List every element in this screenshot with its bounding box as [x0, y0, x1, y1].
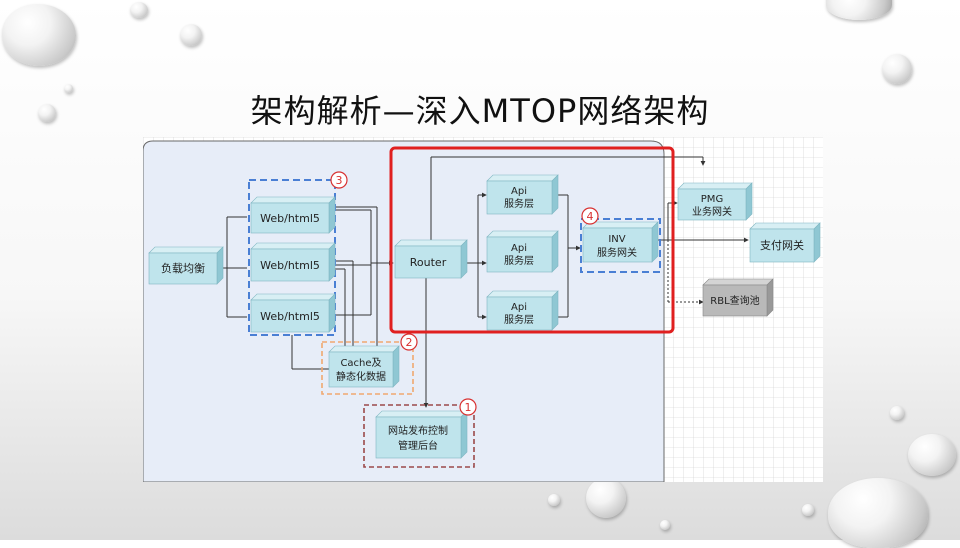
water-drop-decoration	[826, 0, 892, 20]
svg-text:4: 4	[587, 210, 594, 223]
node-label: 服务层	[504, 197, 534, 210]
marker-4: 4	[581, 207, 599, 225]
node-label: 负载均衡	[161, 261, 205, 275]
water-drop-decoration	[2, 4, 76, 66]
water-drop-decoration	[660, 520, 670, 530]
water-drop-decoration	[586, 478, 626, 518]
group-4-dashed-frame	[580, 218, 661, 273]
highlight-red-frame	[389, 146, 675, 334]
water-drop-decoration	[890, 406, 904, 420]
group-2-dashed-frame	[321, 341, 414, 395]
slide-title: 架构解析—深入MTOP网络架构	[250, 92, 710, 130]
node-label: PMG	[701, 194, 723, 205]
node-payment-gateway: 支付网关	[749, 222, 821, 263]
marker-3: 3	[330, 171, 348, 189]
marker-1: 1	[459, 398, 477, 416]
group-1-dashed-frame	[363, 404, 475, 468]
node-rbl-pool: RBL查询池	[702, 278, 774, 317]
node-api-2: Api 服务层	[486, 230, 559, 273]
node-web-2: Web/html5	[250, 242, 336, 282]
svg-text:1: 1	[465, 401, 472, 414]
node-api-3: Api 服务层	[486, 290, 559, 331]
water-drop-decoration	[130, 2, 148, 18]
node-label: Web/html5	[260, 259, 320, 272]
water-drop-decoration	[882, 54, 912, 84]
node-router: Router	[394, 239, 468, 279]
node-label: 静态化数据	[336, 370, 386, 383]
node-label: Web/html5	[260, 212, 320, 225]
node-site-admin: 网站发布控制 管理后台	[375, 410, 468, 459]
node-api-1: Api 服务层	[486, 174, 559, 215]
node-label: Api	[511, 186, 527, 197]
node-label: 管理后台	[398, 439, 438, 452]
water-drop-decoration	[802, 504, 814, 516]
water-drop-decoration	[908, 434, 956, 476]
marker-2: 2	[400, 333, 418, 351]
water-drop-decoration	[38, 104, 56, 122]
node-label: 业务网关	[692, 205, 732, 218]
node-label: 服务层	[504, 313, 534, 326]
node-pmg-gateway: PMG 业务网关	[677, 182, 753, 221]
node-web-3: Web/html5	[250, 293, 336, 333]
node-label: 服务层	[504, 254, 534, 267]
node-label: 网站发布控制	[388, 424, 448, 437]
node-inv-gateway: INV 服务网关	[582, 221, 659, 263]
water-drop-decoration	[828, 478, 928, 548]
water-drop-decoration	[64, 84, 73, 93]
node-cache-static: Cache及 静态化数据	[328, 345, 400, 388]
water-drop-decoration	[548, 494, 560, 506]
node-label: Web/html5	[260, 310, 320, 323]
svg-text:2: 2	[406, 336, 413, 349]
node-label: Router	[410, 256, 447, 269]
node-label: 服务网关	[597, 246, 637, 259]
node-label: RBL查询池	[710, 294, 759, 307]
node-label: Api	[511, 243, 527, 254]
node-label: 支付网关	[760, 238, 804, 252]
water-drop-decoration	[180, 24, 202, 46]
svg-text:3: 3	[336, 174, 343, 187]
node-web-1: Web/html5	[250, 196, 336, 234]
node-load-balancer: 负载均衡	[148, 246, 224, 285]
architecture-diagram: 负载均衡 Web/html5 Web/html5 Web/html5 Route…	[143, 137, 823, 482]
node-label: INV	[608, 234, 625, 245]
node-label: Cache及	[340, 357, 381, 369]
node-label: Api	[511, 302, 527, 313]
